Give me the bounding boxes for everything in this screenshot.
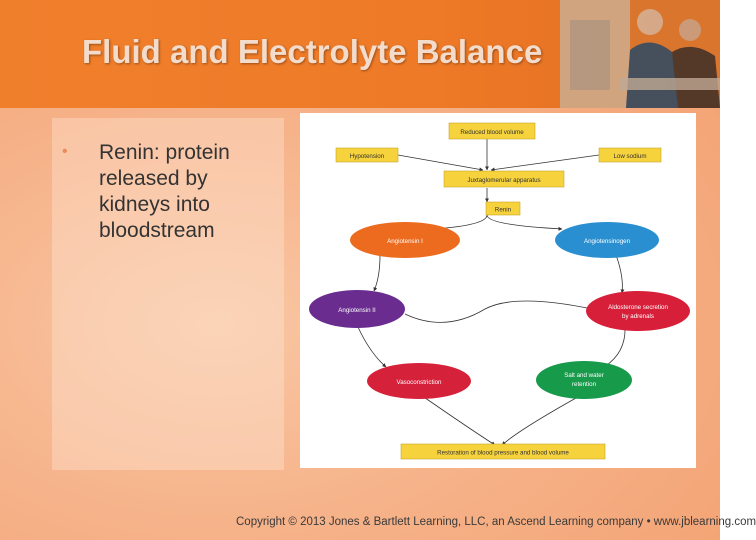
box-hypotension: Hypotension (335, 147, 399, 163)
box-restoration: Restoration of blood pressure and blood … (400, 443, 606, 460)
angiotensinogen-label: Angiotensinogen (584, 238, 631, 245)
box-restoration-label: Restoration of blood pressure and blood … (437, 450, 569, 457)
renin-angiotensin-diagram: Reduced blood volume Hypotension Low sod… (300, 113, 696, 468)
node-angiotensinogen: Angiotensinogen (555, 222, 659, 258)
box-juxta-label: Juxtaglomerular apparatus (467, 177, 540, 184)
ambulance-photo (560, 0, 720, 108)
slide-title: Fluid and Electrolyte Balance (82, 33, 543, 70)
salt-label-2: retention (572, 381, 597, 388)
box-renin: Renin (485, 201, 521, 216)
box-hypotension-label: Hypotension (350, 153, 385, 160)
box-renin-label: Renin (495, 207, 512, 214)
box-low-sodium: Low sodium (598, 147, 662, 163)
salt-label-1: Salt and water (564, 372, 604, 379)
angiotensin-ii-label: Angiotensin II (338, 307, 376, 314)
node-vasoconstriction: Vasoconstriction (367, 363, 471, 399)
node-angiotensin-ii: Angiotensin II (309, 290, 405, 328)
aldosterone-label-2: by adrenals (622, 313, 654, 320)
bullet-text: Renin: protein released by kidneys into … (99, 141, 230, 242)
node-salt-water-retention: Salt and water retention (536, 361, 632, 399)
angiotensin-i-label: Angiotensin I (387, 238, 423, 245)
node-angiotensin-i: Angiotensin I (350, 222, 460, 258)
vasoconstriction-label: Vasoconstriction (397, 379, 442, 386)
bullet-marker: • (62, 143, 68, 160)
text-panel (52, 118, 284, 470)
box-juxtaglomerular: Juxtaglomerular apparatus (443, 170, 565, 188)
bullet-item: • Renin: protein released by kidneys int… (62, 140, 272, 244)
box-low-sodium-label: Low sodium (613, 153, 646, 160)
box-reduced-label: Reduced blood volume (460, 129, 524, 136)
node-aldosterone: Aldosterone secretion by adrenals (586, 291, 690, 331)
copyright-footer: Copyright © 2013 Jones & Bartlett Learni… (236, 516, 756, 528)
aldosterone-label-1: Aldosterone secretion (608, 304, 668, 311)
box-reduced-blood-volume: Reduced blood volume (448, 122, 536, 140)
